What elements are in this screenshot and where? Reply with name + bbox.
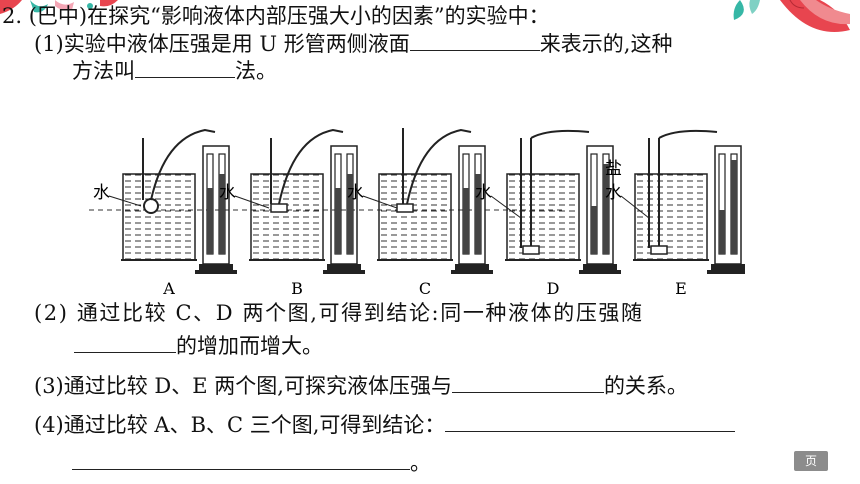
salt-label-e: 盐 <box>605 159 622 179</box>
liquid-label-c: 水 <box>347 183 364 203</box>
answer-blank-1[interactable] <box>409 30 540 51</box>
liquid-label-e: 水 <box>605 183 622 203</box>
part3-text-after: 的关系。 <box>603 374 688 398</box>
part4-text: (4)通过比较 A、B、C 三个图,可得到结论： <box>34 413 446 437</box>
part1-line2: 方法叫 法。 <box>72 57 277 84</box>
probe-d <box>522 245 540 255</box>
part2-text: (2) 通过比较 C、D 两个图,可得到结论:同一种液体的压强随 <box>34 301 644 325</box>
answer-blank-2[interactable] <box>135 57 235 78</box>
probe-c <box>396 203 414 213</box>
apparatus-e <box>633 129 745 274</box>
liquid-labels: 水 水 水 水 盐 水 <box>93 159 650 219</box>
liquid-label-b: 水 <box>219 183 236 203</box>
caption-c: C <box>419 279 431 298</box>
part4-line1: (4)通过比较 A、B、C 三个图,可得到结论： <box>34 411 736 438</box>
part2-line2: 的增加而增大。 <box>74 332 323 359</box>
probe-b <box>270 203 288 213</box>
apparatus-a <box>121 128 237 274</box>
caption-d: D <box>547 279 560 298</box>
part1-line2-before: 方法叫 <box>72 59 135 83</box>
page-nav-button[interactable]: 页 <box>794 451 828 471</box>
part2-text-after: 的增加而增大。 <box>176 334 323 358</box>
probe-e <box>650 245 668 255</box>
part1-line1: (1)实验中液体压强是用 U 形管两侧液面 来表示的,这种 <box>34 30 672 57</box>
part3-text-before: (3)通过比较 D、E 两个图,可探究液体压强与 <box>34 374 452 398</box>
experiment-figure: 水 水 水 水 盐 水 A B C D E <box>85 128 745 298</box>
apparatus-c <box>377 128 493 274</box>
part1-line2-after: 法。 <box>235 59 277 83</box>
answer-blank-4[interactable] <box>451 372 604 393</box>
caption-b: B <box>291 279 303 298</box>
part2-line1: (2) 通过比较 C、D 两个图,可得到结论:同一种液体的压强随 <box>34 300 644 326</box>
apparatus-d <box>505 129 621 274</box>
liquid-label-a: 水 <box>93 183 110 203</box>
answer-blank-3[interactable] <box>74 332 176 353</box>
question-source: (巴中) <box>28 4 88 28</box>
part1-text-after: 来表示的,这种 <box>539 32 673 56</box>
top-right-leaf-decoration <box>733 0 850 32</box>
part4-text-after: 。 <box>410 451 431 475</box>
part1-text-before: (1)实验中液体压强是用 U 形管两侧液面 <box>34 32 410 56</box>
part4-line2: 。 <box>72 449 431 476</box>
question-text: 在探究“影响液体内部压强大小的因素”的实验中： <box>87 4 550 28</box>
part3-line: (3)通过比较 D、E 两个图,可探究液体压强与 的关系。 <box>34 372 688 399</box>
apparatus-b <box>249 128 365 274</box>
liquid-label-d: 水 <box>475 183 492 203</box>
caption-a: A <box>162 279 175 298</box>
answer-blank-6[interactable] <box>72 449 410 470</box>
caption-e: E <box>675 279 687 298</box>
probe-a <box>143 198 159 214</box>
question-number: 2. <box>2 4 23 28</box>
answer-blank-5[interactable] <box>445 411 736 432</box>
question-stem: 2. (巴中)在探究“影响液体内部压强大小的因素”的实验中： <box>2 3 550 29</box>
top-left-decoration <box>0 0 118 14</box>
